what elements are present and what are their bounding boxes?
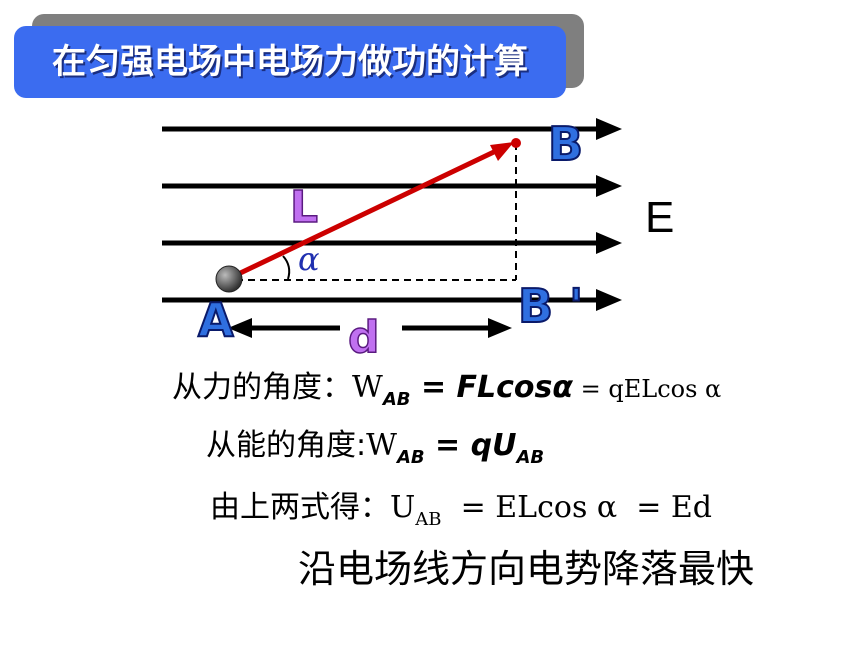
- formula-energy-prefix: 从能的角度:: [206, 428, 367, 463]
- formula-energy-W-sub: AB: [396, 447, 425, 468]
- d-arrow-left-head: [228, 318, 252, 338]
- field-line-3: [162, 232, 622, 254]
- formula-energy-W: W: [366, 428, 397, 463]
- field-line-1: [162, 118, 622, 140]
- conclusion: 沿电场线方向电势降落最快: [298, 538, 754, 593]
- label-E: E: [645, 193, 674, 242]
- formula-energy-eq: = qU: [424, 428, 517, 463]
- angle-arc: [282, 255, 291, 280]
- title-box: [14, 26, 566, 98]
- charge-ball: [215, 265, 243, 293]
- vector-L: [230, 147, 500, 280]
- label-B: B: [548, 117, 583, 171]
- formula-result-prefix: 由上两式得：: [210, 490, 390, 525]
- formula-force-W: W: [352, 370, 383, 405]
- page-title: 在匀强电场中电场力做功的计算: [52, 42, 528, 82]
- vector-L-arrowhead: [490, 142, 514, 161]
- formula-energy-U-sub: AB: [516, 447, 545, 468]
- label-B-prime: B ': [518, 279, 583, 333]
- formula-force-eq2: = qELcos α: [573, 375, 722, 403]
- formula-force: 从力的角度：WAB = FLcosα = qELcos α: [172, 362, 721, 410]
- field-line-2: [162, 175, 622, 197]
- point-B-dot: [511, 138, 521, 148]
- formula-result-eq: = ELcos α = Ed: [441, 490, 712, 525]
- formula-result-U: U: [390, 490, 416, 525]
- formula-force-W-sub: AB: [382, 389, 411, 410]
- formula-force-eq1: = FLcosα: [410, 370, 573, 405]
- label-alpha: α: [298, 240, 320, 278]
- formula-energy: 从能的角度:WAB = qUAB: [206, 420, 544, 468]
- label-L: L: [290, 182, 318, 233]
- formula-force-prefix: 从力的角度：: [172, 370, 352, 405]
- d-arrow-right-head: [488, 318, 512, 338]
- formula-result: 由上两式得：UAB = ELcos α = Ed: [210, 482, 712, 530]
- label-d: d: [348, 312, 380, 363]
- label-A: A: [198, 293, 234, 347]
- conclusion-text: 沿电场线方向电势降落最快: [298, 547, 755, 591]
- formula-result-U-sub: AB: [415, 509, 442, 530]
- field-line-4: [162, 289, 622, 311]
